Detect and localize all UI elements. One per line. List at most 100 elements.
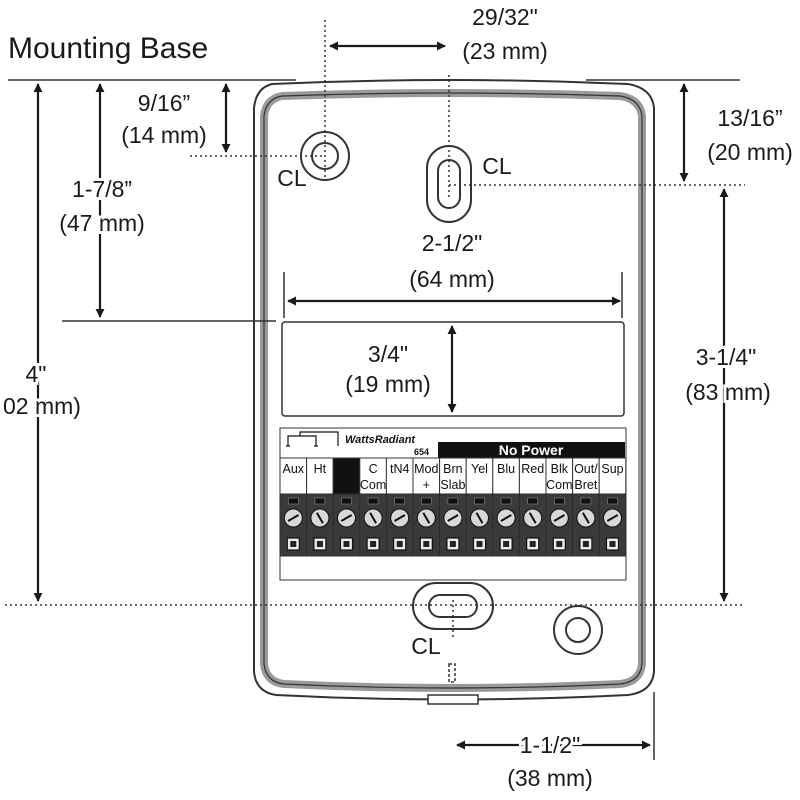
terminal-label-cell xyxy=(598,457,627,495)
wire-clamp-hole-icon xyxy=(582,541,589,547)
wire-clamp-hole-icon xyxy=(343,541,350,547)
terminal-label-cell xyxy=(412,457,441,495)
terminal-label: Red xyxy=(521,462,544,476)
terminal-label: Mod xyxy=(414,462,438,476)
window-width-metric: (64 mm) xyxy=(409,266,495,292)
terminal-label-cell xyxy=(385,457,414,495)
screw-slot-icon xyxy=(394,514,406,522)
terminal-label-cell xyxy=(359,457,387,495)
terminal-label-cell xyxy=(279,457,308,495)
terminal-label: Aux xyxy=(283,462,305,476)
wire-clamp-hole-icon xyxy=(290,541,297,547)
screw-slot-icon xyxy=(500,514,512,522)
terminal-label-sub: Bret xyxy=(574,478,597,492)
terminal-label: C xyxy=(369,462,378,476)
bottom-offset-metric: (38 mm) xyxy=(507,765,593,791)
terminal-block: WattsRadiant 654 No Power Aux Ht R C Com tN4 M… xyxy=(279,427,627,581)
screw-slot-icon xyxy=(606,514,619,522)
top-offset-metric: (23 mm) xyxy=(462,38,548,64)
bottom-offset-imperial: 1-1/2" xyxy=(520,732,581,758)
screw-slot-icon xyxy=(582,512,590,524)
terminal-slot xyxy=(341,497,352,505)
hole-spacing-metric: (83 mm) xyxy=(685,379,771,405)
left-to-window-imperial: 1-7/8” xyxy=(72,176,132,202)
bottom-notch xyxy=(448,663,456,683)
bottom-tab xyxy=(427,694,479,705)
terminal-slot xyxy=(447,497,459,505)
wire-clamp-hole-icon xyxy=(316,541,323,547)
terminal-slot xyxy=(500,497,512,505)
window-height-imperial: 3/4" xyxy=(368,341,408,367)
mounting-slot-top xyxy=(426,145,472,223)
screw-slot-icon xyxy=(422,512,431,524)
screw-slot-icon xyxy=(553,514,565,522)
overall-height-metric: 02 mm) xyxy=(3,393,81,419)
terminal-slot xyxy=(420,497,432,505)
terminal-label: Brn xyxy=(443,462,463,476)
terminal-slot xyxy=(367,497,379,505)
terminal-label-cell xyxy=(572,457,600,495)
window-width-imperial: 2-1/2" xyxy=(422,230,483,256)
wire-clamp-hole-icon xyxy=(556,541,563,547)
wire-clamp-hole-icon xyxy=(609,541,616,547)
wire-clamp-hole-icon xyxy=(476,541,483,547)
terminal-label: Ht xyxy=(314,462,327,476)
right-hole-drop-metric: (20 mm) xyxy=(707,139,793,165)
terminal-label: Blk xyxy=(551,462,569,476)
screw-slot-icon xyxy=(287,514,299,522)
terminal-slot xyxy=(527,497,539,505)
screw-slot-icon xyxy=(475,512,484,524)
terminal-slot xyxy=(394,497,406,505)
mounting-hole-left xyxy=(300,131,350,181)
screw-slot-icon xyxy=(369,512,377,524)
schematic-jumper xyxy=(286,431,339,447)
left-hole-drop-imperial: 9/16” xyxy=(138,90,190,116)
terminal-label-sub: Slab xyxy=(440,478,465,492)
title: Mounting Base xyxy=(8,32,208,65)
hole-spacing-imperial: 3-1/4" xyxy=(696,344,757,370)
terminal-slot xyxy=(474,497,485,505)
centerlines xyxy=(5,20,745,640)
wire-clamp-hole-icon xyxy=(529,541,536,547)
terminal-label: Yel xyxy=(471,462,488,476)
wire-clamp-hole-icon xyxy=(396,541,403,547)
extension-lines xyxy=(8,79,740,760)
no-power-label: No Power xyxy=(499,442,564,458)
terminal-slot xyxy=(580,497,592,505)
cl-label-left-top: CL xyxy=(277,165,307,191)
screw-slot-icon xyxy=(316,512,324,524)
model-label: 654 xyxy=(414,447,429,457)
screw-slot-icon xyxy=(528,512,537,524)
wire-clamp-hole-icon xyxy=(370,541,377,547)
terminal-slot xyxy=(314,497,326,505)
screw-slot-icon xyxy=(340,514,353,522)
terminal-label: tN4 xyxy=(390,462,410,476)
cl-label-center-top: CL xyxy=(482,153,512,179)
terminal-label-sub: Com xyxy=(546,478,572,492)
window-height-metric: (19 mm) xyxy=(345,371,431,397)
left-to-window-metric: (47 mm) xyxy=(59,210,145,236)
terminal-label: R xyxy=(342,462,351,476)
cl-label-bottom: CL xyxy=(411,633,441,659)
terminal-label: Sup xyxy=(601,462,623,476)
left-hole-drop-metric: (14 mm) xyxy=(121,122,207,148)
terminal-label-cell xyxy=(306,457,334,495)
terminal-slot xyxy=(287,497,299,505)
terminal-label: Blu xyxy=(497,462,515,476)
wire-clamp-hole-icon xyxy=(503,541,510,547)
screw-slot-icon xyxy=(447,514,459,522)
terminal-slot xyxy=(553,497,565,505)
terminal-label-sub: Com xyxy=(360,478,386,492)
wire-clamp-hole-icon xyxy=(449,541,456,547)
terminal-label: Out/ xyxy=(574,462,598,476)
terminal-slot xyxy=(607,497,618,505)
mounting-hole-right xyxy=(553,605,603,655)
wire-clamp-hole-icon xyxy=(423,541,430,547)
brand-label: WattsRadiant xyxy=(345,434,416,446)
top-offset-imperial: 29/32" xyxy=(472,4,538,30)
dimension-arrows xyxy=(33,41,729,750)
terminal-label-sub: + xyxy=(423,478,430,492)
overall-height-imperial: 4" xyxy=(26,361,47,387)
